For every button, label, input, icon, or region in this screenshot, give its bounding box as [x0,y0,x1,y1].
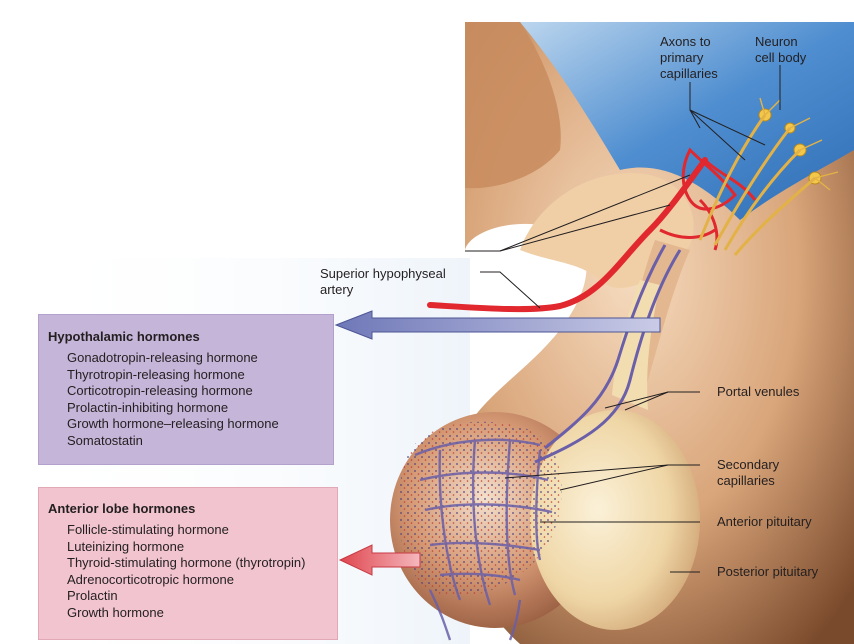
posterior-stalk [612,280,660,410]
hypothalamic-hormone-item: Growth hormone–releasing hormone [67,416,279,432]
neuron-dendrites [759,97,839,191]
hypothalamic-hormone-item: Gonadotropin-releasing hormone [67,350,258,365]
neuron-label: Neuron cell body [755,34,806,66]
anterior-lobe-hormones-list: Follicle-stimulating hormone Luteinizing… [48,522,337,622]
anterior-hormone-item: Follicle-stimulating hormone [67,522,229,537]
posterior-pituitary-label: Posterior pituitary [717,564,819,579]
artery-label-line-1: Superior hypophyseal [320,266,446,281]
hypothalamic-hormone-item: Thyrotropin-releasing hormone [67,366,245,382]
anterior-hormone-item: Growth hormone [67,604,164,620]
anterior-arrow [338,544,421,576]
neuron-label-line-1: Neuron [755,34,798,49]
hypothalamic-hormones-list: Gonadotropin-releasing hormone Thyrotrop… [48,350,333,450]
secondary-capillaries-label: Secondary capillaries [717,457,779,489]
optic-chiasm [465,22,561,189]
anterior-lobe-hormones-title: Anterior lobe hormones [48,501,196,516]
hypothalamic-hormones-title: Hypothalamic hormones [48,329,200,344]
superior-hypophyseal-artery [427,157,708,313]
artery-label: Superior hypophyseal artery [320,266,446,298]
neuron-axons [698,114,816,256]
anterior-hormone-item: Luteinizing hormone [67,538,185,554]
hypothalamic-hormone-item: Somatostatin [67,432,143,448]
secondary-capillaries-line-1: Secondary [717,457,780,472]
secondary-capillaries-line-2: capillaries [717,473,775,488]
hypothalamic-arrow [334,310,661,340]
portal-venules [534,244,682,464]
axons-label-line-2: primary [660,50,704,65]
third-ventricle [520,22,854,220]
axons-label: Axons to primary capillaries [660,34,718,82]
anterior-pituitary-label: Anterior pituitary [717,514,812,529]
hypothalamic-hormones-box: Hypothalamic hormones Gonadotropin-relea… [38,314,334,465]
artery-label-line-2: artery [320,282,354,297]
anterior-hormone-item: Adrenocorticotropic hormone [67,571,234,587]
axons-label-line-1: Axons to [660,34,711,49]
neuron-label-line-2: cell body [755,50,807,65]
capillary-network [414,438,553,641]
hypothalamic-hormone-item: Corticotropin-releasing hormone [67,383,253,399]
leader-lines [465,65,781,573]
hypothalamic-hormone-item: Prolactin-inhibiting hormone [67,399,229,415]
axons-label-line-3: capillaries [660,66,718,81]
anterior-lobe-hormones-box: Anterior lobe hormones Follicle-stimulat… [38,487,338,640]
anterior-hormone-item: Thyroid-stimulating hormone (thyrotropin… [67,555,306,571]
portal-venules-label: Portal venules [717,384,800,399]
anterior-hormone-item: Prolactin [67,588,118,604]
posterior-pituitary-lobe [530,410,700,630]
